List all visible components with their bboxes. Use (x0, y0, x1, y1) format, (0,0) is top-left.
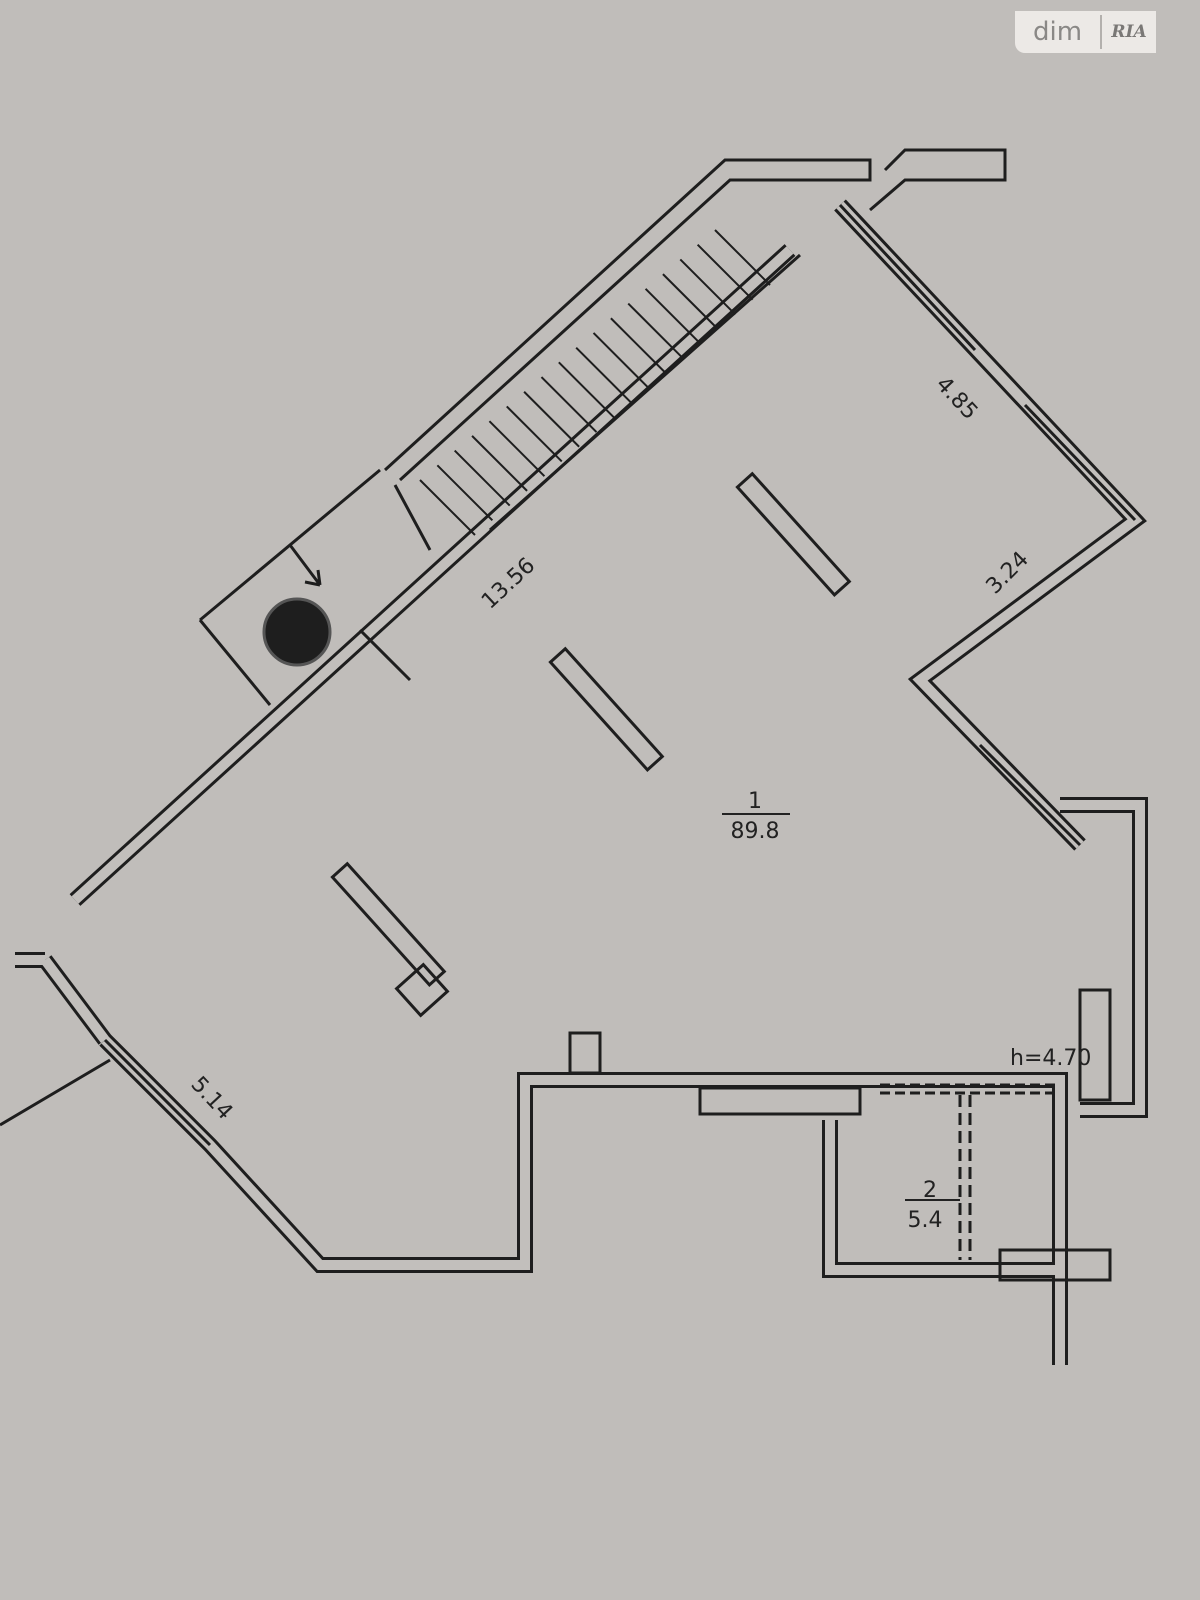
staircase (383, 148, 1007, 551)
wall-niche (1078, 988, 1112, 1102)
stair-step (610, 317, 667, 374)
columns (330, 471, 852, 1018)
stair-step (523, 391, 580, 448)
dim-4-85: 4.85 (931, 372, 983, 425)
stair-step (696, 243, 754, 301)
room-1-area: 89.8 (731, 819, 780, 844)
stair-step (644, 288, 702, 345)
stair-step (679, 258, 737, 316)
ceiling-height: h=4.70 (1010, 1046, 1091, 1071)
stair-step (471, 435, 528, 492)
dim-ria-logo: dim RIA (1015, 11, 1156, 53)
room-1-label: 1 89.8 (722, 789, 790, 844)
stair-step (488, 420, 546, 477)
logo-dim: dim (1015, 15, 1102, 49)
stair-step (558, 361, 615, 419)
room-2-label: 2 5.4 (905, 1178, 960, 1233)
wall-niche (998, 1248, 1112, 1282)
chimney-circle (262, 597, 332, 667)
arrow-icon (288, 544, 322, 587)
room-2-number: 2 (923, 1178, 937, 1203)
door-tick (358, 628, 412, 682)
dimension-labels: 4.85 3.24 13.56 5.14 h=4.70 (186, 372, 1092, 1125)
stair-step (540, 376, 598, 433)
stair-step (714, 229, 771, 286)
stair-step (436, 464, 494, 522)
chimney (262, 544, 412, 682)
room-2-area: 5.4 (908, 1208, 943, 1233)
wall-niche (698, 1086, 862, 1116)
stair-step (506, 405, 563, 463)
column (548, 646, 665, 772)
stair-step (453, 449, 511, 507)
walls (0, 199, 1148, 1365)
stair-step (627, 302, 684, 360)
dim-13-56: 13.56 (477, 553, 540, 614)
column (330, 861, 447, 987)
logo-ria: RIA (1111, 22, 1147, 42)
partition-dashed (880, 1083, 1060, 1095)
partition-dashed-vertical (958, 1095, 972, 1260)
stair-step (592, 332, 650, 389)
room-1-number: 1 (748, 789, 762, 814)
column (735, 471, 852, 597)
stair-step (419, 479, 476, 536)
stair-steps (419, 229, 771, 536)
wall-niche (568, 1031, 602, 1075)
dim-5-14: 5.14 (186, 1072, 238, 1125)
stair-step (662, 273, 719, 330)
stair-step (575, 346, 632, 404)
column-base (394, 962, 450, 1018)
